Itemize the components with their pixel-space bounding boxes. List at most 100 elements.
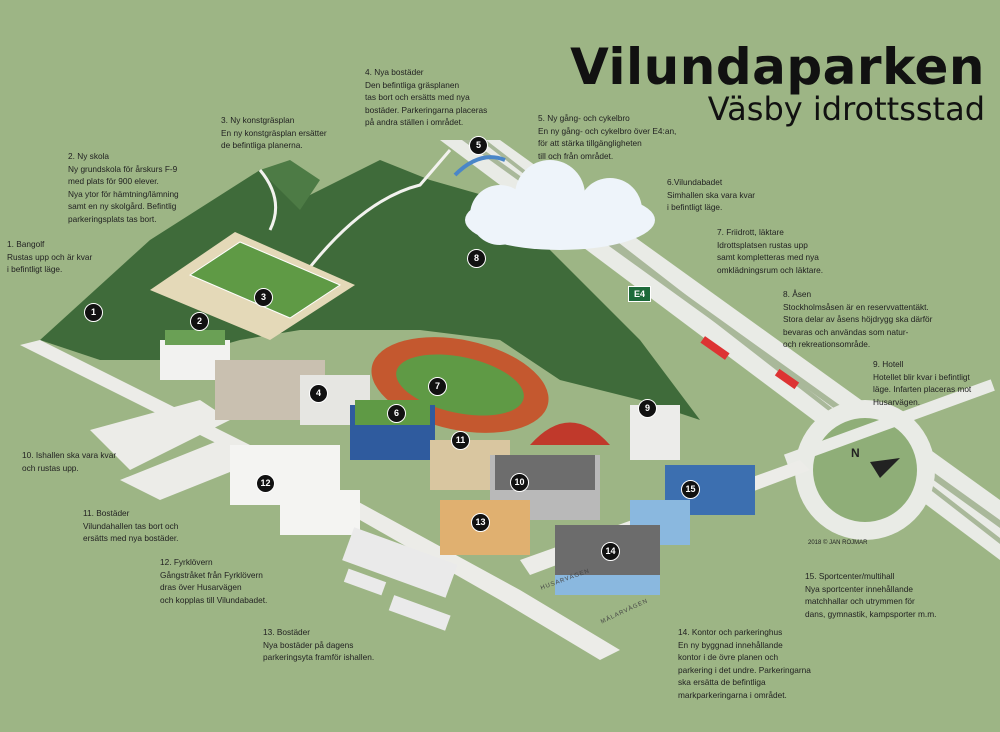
note-line: Nya bostäder på dagens	[263, 639, 354, 650]
note-line: Nya ytor för hämtning/lämning	[68, 188, 179, 199]
compass-arrow-icon	[870, 458, 900, 478]
note-14: 14. Kontor och parkeringhus En ny byggnad…	[678, 626, 811, 701]
marker-4[interactable]: 4	[309, 384, 328, 403]
note-line: Rustas upp och är kvar	[7, 251, 93, 262]
marker-13[interactable]: 13	[471, 513, 490, 532]
forest	[40, 160, 700, 420]
note-heading: 15. Sportcenter/multihall	[805, 571, 895, 581]
roundabout	[783, 379, 995, 540]
note-line: och kopplas till Vilundabadet.	[160, 594, 268, 605]
note-heading: 12. Fyrklövern	[160, 557, 213, 567]
note-heading: 1. Bangolf	[7, 239, 45, 249]
note-heading: 14. Kontor och parkeringhus	[678, 627, 783, 637]
marker-1[interactable]: 1	[84, 303, 103, 322]
note-line: med plats för 900 elever.	[68, 176, 159, 186]
e4-road-sign: E4	[628, 286, 652, 302]
note-line: En ny konstgräsplan ersätter	[221, 127, 327, 138]
note-line: kontor i de övre planen och	[678, 652, 779, 662]
note-3: 3. Ny konstgräsplan En ny konstgräsplan e…	[221, 114, 327, 152]
note-line: Stora delar av åsens höjdrygg ska därför	[783, 314, 933, 324]
marker-12[interactable]: 12	[256, 474, 275, 493]
note-heading: 6.Vilundabadet	[667, 177, 723, 187]
note-line: parkeringsyta framför ishallen.	[263, 652, 375, 662]
note-line: bevaras och användas som natur-	[783, 326, 909, 337]
marker-2[interactable]: 2	[190, 312, 209, 331]
note-line: Den befintliga gräsplanen	[365, 79, 460, 90]
note-heading: 8. Åsen	[783, 289, 812, 299]
note-line: och rustas upp.	[22, 462, 79, 473]
note-heading: 10. Ishallen ska vara kvar	[22, 450, 117, 460]
note-line: samt en ny skolgård. Befintlig	[68, 201, 177, 211]
note-line: de befintliga planerna.	[221, 140, 303, 150]
note-line: dans, gymnastik, kampsporter m.m.	[805, 608, 937, 619]
map-title: Vilundaparken	[570, 38, 985, 96]
note-line: parkering i det undre. Parkeringarna	[678, 664, 811, 675]
note-line: Vilundahallen tas bort och	[83, 520, 179, 531]
cloud	[465, 160, 655, 250]
note-line: Gångstråket från Fyrklövern	[160, 569, 263, 580]
note-line: Nya sportcenter innehållande	[805, 583, 913, 594]
note-line: En ny gång- och cykelbro över E4:an,	[538, 125, 677, 136]
marker-10[interactable]: 10	[510, 473, 529, 492]
note-line: Simhallen ska vara kvar	[667, 189, 756, 200]
note-line: för att stärka tillgängligheten	[538, 138, 642, 148]
note-line: Stockholmsåsen är en reservvattentäkt.	[783, 301, 929, 312]
note-heading: 11. Bostäder	[83, 508, 130, 518]
note-line: tas bort och ersätts med nya	[365, 92, 470, 102]
marker-3[interactable]: 3	[254, 288, 273, 307]
note-line: Hotellet blir kvar i befintligt	[873, 371, 970, 382]
marker-5[interactable]: 5	[469, 136, 488, 155]
note-heading: 2. Ny skola	[68, 151, 110, 161]
note-line: markparkeringarna i området.	[678, 689, 787, 700]
note-line: omklädningsrum och läktare.	[717, 264, 824, 275]
note-heading: 13. Bostäder	[263, 627, 311, 637]
note-line: och rekreationsområde.	[783, 339, 871, 349]
note-line: i befintligt läge.	[7, 264, 63, 274]
note-line: Husarvägen.	[873, 396, 921, 407]
note-heading: 9. Hotell	[873, 359, 904, 369]
marker-11[interactable]: 11	[451, 431, 470, 450]
note-line: till och från området.	[538, 150, 614, 161]
note-line: dras över Husarvägen	[160, 582, 242, 592]
marker-8[interactable]: 8	[467, 249, 486, 268]
note-line: ersätts med nya bostäder.	[83, 533, 179, 543]
note-line: bostäder. Parkeringarna placeras	[365, 104, 488, 115]
compass-north-label: N	[851, 446, 860, 460]
note-heading: 5. Ny gång- och cykelbro	[538, 113, 630, 123]
note-line: En ny byggnad innehållande	[678, 639, 783, 650]
note-line: matchhallar och utrymmen för	[805, 596, 915, 606]
marker-9[interactable]: 9	[638, 399, 657, 418]
note-line: läge. Infarten placeras mot	[873, 384, 972, 394]
marker-7[interactable]: 7	[428, 377, 447, 396]
map-subtitle: Väsby idrottsstad	[707, 90, 985, 128]
marker-15[interactable]: 15	[681, 480, 700, 499]
copyright: 2018 © JAN ROJMAR	[808, 540, 868, 546]
note-line: samt kompletteras med nya	[717, 252, 819, 262]
note-line: ska ersätta de befintliga	[678, 677, 766, 687]
note-heading: 7. Friidrott, läktare	[717, 227, 784, 237]
note-line: i befintligt läge.	[667, 202, 723, 212]
marker-6[interactable]: 6	[387, 404, 406, 423]
marker-14[interactable]: 14	[601, 542, 620, 561]
note-line: Idrottsplatsen rustas upp	[717, 239, 808, 250]
note-line: Ny grundskola för årskurs F-9	[68, 163, 178, 174]
note-2: 2. Ny skola Ny grundskola för årskurs F-9…	[68, 150, 179, 225]
note-line: parkeringsplats tas bort.	[68, 213, 157, 224]
note-line: på andra ställen i området.	[365, 117, 464, 127]
note-heading: 4. Nya bostäder	[365, 67, 424, 77]
note-10: 10. Ishallen ska vara kvar och rustas upp…	[22, 449, 116, 474]
bike-bridge	[453, 155, 506, 177]
forest-path	[258, 149, 452, 281]
note-heading: 3. Ny konstgräsplan	[221, 115, 295, 125]
